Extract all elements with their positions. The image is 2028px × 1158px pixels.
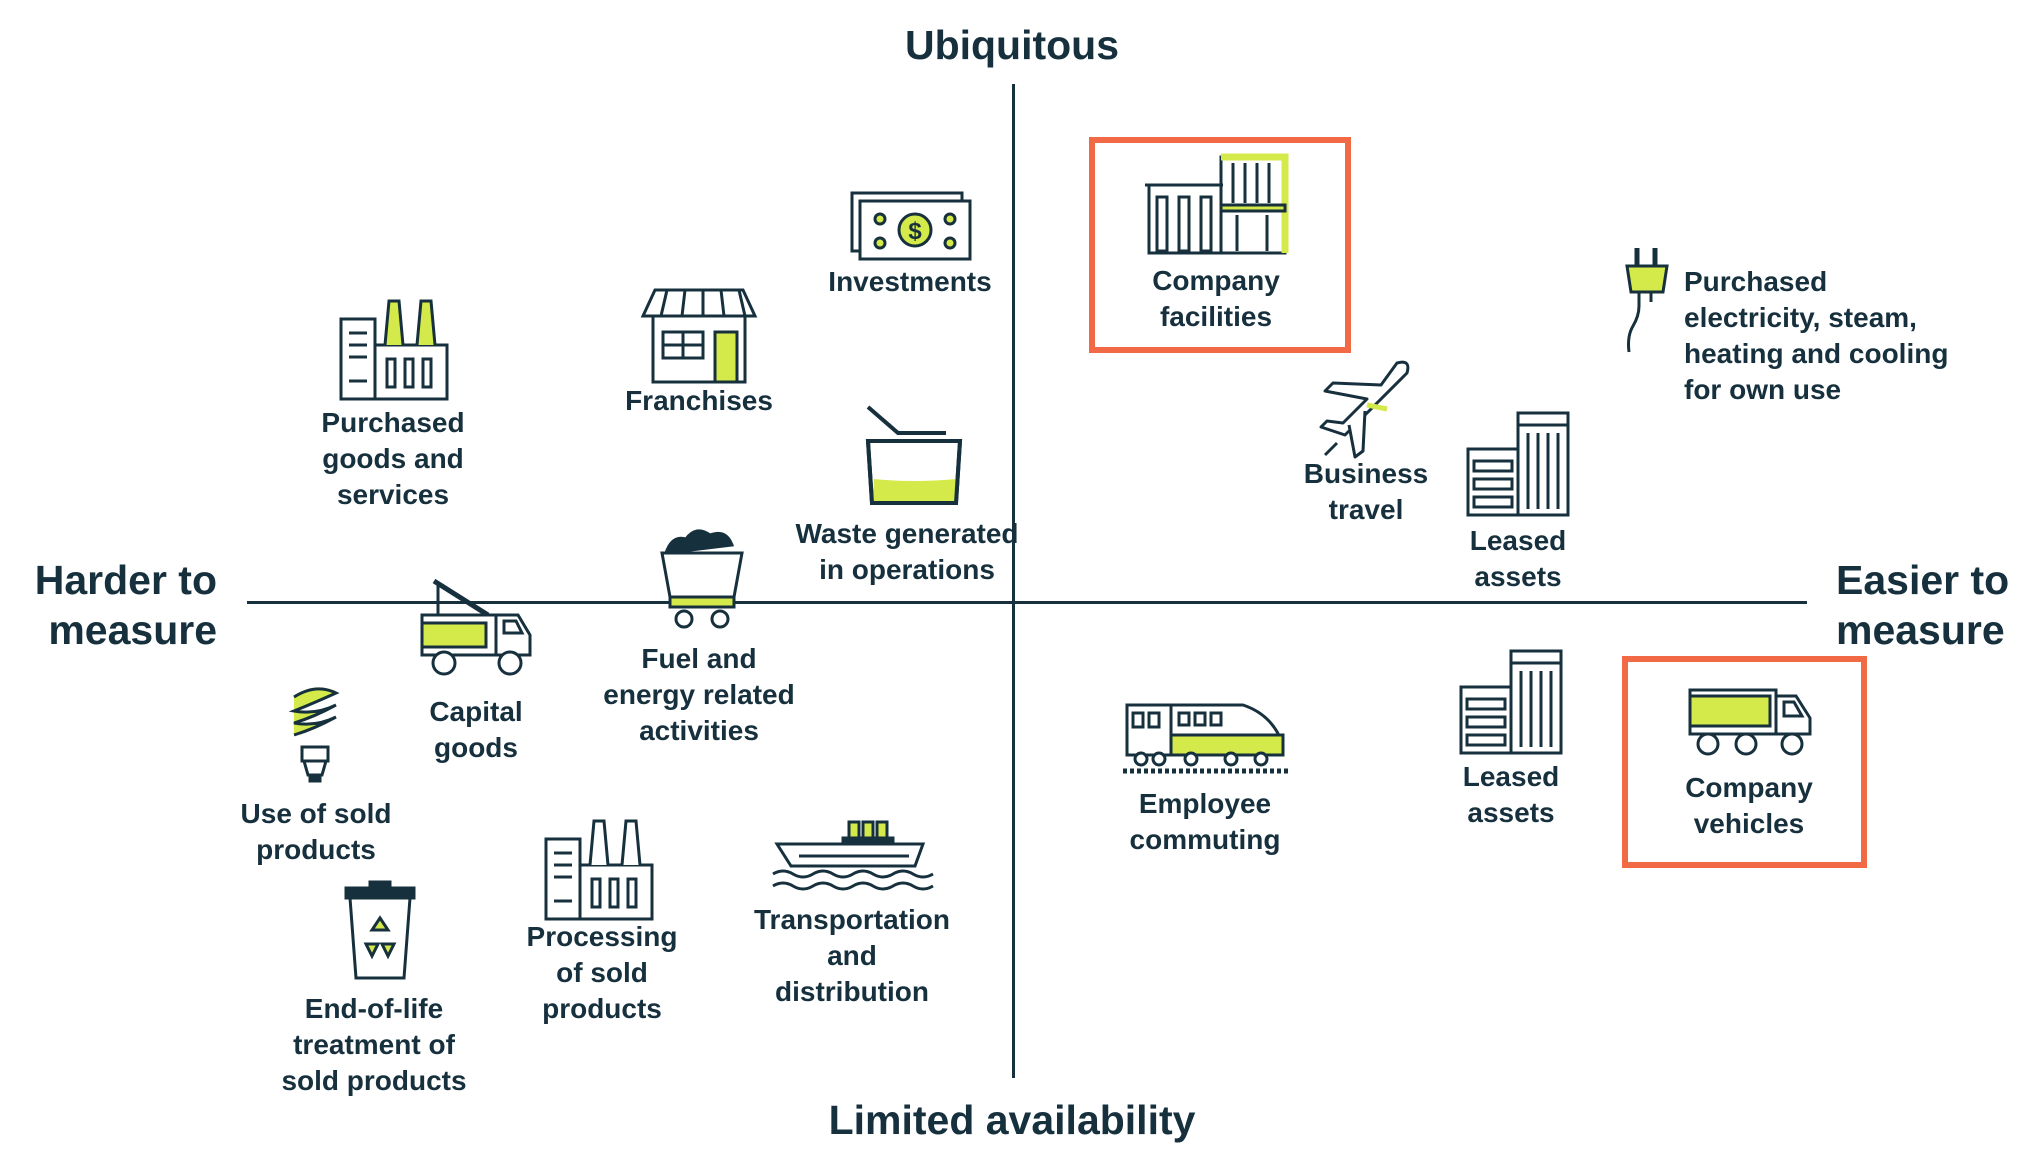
recycle-bin-icon <box>340 878 420 988</box>
item-label-leased-assets-upstream: Leased assets <box>1469 525 1567 592</box>
axis-label-right: Easier to measure <box>1836 557 2010 653</box>
train-icon <box>1121 683 1291 793</box>
horizontal-axis <box>247 601 1807 604</box>
plug-icon <box>1615 244 1675 354</box>
store-icon <box>639 280 759 390</box>
item-label-processing: Processing of sold products <box>526 921 678 1024</box>
item-label-company-facilities: Company facilities <box>1152 265 1280 332</box>
airplane-icon <box>1305 355 1425 465</box>
truck-icon <box>1684 666 1814 776</box>
item-label-purchased-electricity: Purchased electricity, steam, heating an… <box>1684 266 1949 405</box>
axis-label-top: Ubiquitous <box>904 22 1120 68</box>
office-building-icon <box>1451 647 1571 757</box>
item-label-business-travel: Business travel <box>1303 458 1429 525</box>
highlight-box-company-vehicles <box>1622 656 1867 868</box>
item-label-leased-assets-downstream: Leased assets <box>1462 761 1560 828</box>
svg-text:$: $ <box>908 218 922 245</box>
lightbulb-icon <box>280 683 350 793</box>
coal-cart-icon <box>642 523 762 633</box>
item-label-end-of-life: End-of-life treatment of sold products <box>281 993 467 1096</box>
item-label-investments: Investments <box>828 266 992 297</box>
money-icon: $ <box>850 169 972 279</box>
item-label-company-vehicles: Company vehicles <box>1685 772 1813 839</box>
bin-icon <box>854 403 974 513</box>
axis-label-bottom: Limited availability <box>828 1097 1196 1143</box>
highlight-box-company-facilities <box>1089 137 1351 353</box>
item-label-waste: Waste generated in operations <box>795 518 1019 585</box>
item-label-purchased-goods: Purchased goods and services <box>321 407 465 510</box>
item-label-fuel-energy: Fuel and energy related activities <box>603 643 795 746</box>
ship-icon <box>769 800 934 910</box>
item-label-franchises: Franchises <box>625 385 773 416</box>
building-icon <box>1141 149 1291 259</box>
office-building-icon <box>1458 409 1578 519</box>
item-label-capital-goods: Capital goods <box>429 696 523 763</box>
factory-icon <box>538 813 658 923</box>
crane-truck-icon <box>416 575 536 685</box>
vertical-axis <box>1012 84 1015 1078</box>
factory-icon <box>333 293 453 403</box>
axis-label-left: Harder to measure <box>34 557 217 653</box>
item-label-use-of-sold-products: Use of sold products <box>240 798 392 865</box>
item-label-employee-commuting: Employee commuting <box>1129 788 1281 855</box>
item-label-transportation: Transportation and distribution <box>753 904 951 1007</box>
